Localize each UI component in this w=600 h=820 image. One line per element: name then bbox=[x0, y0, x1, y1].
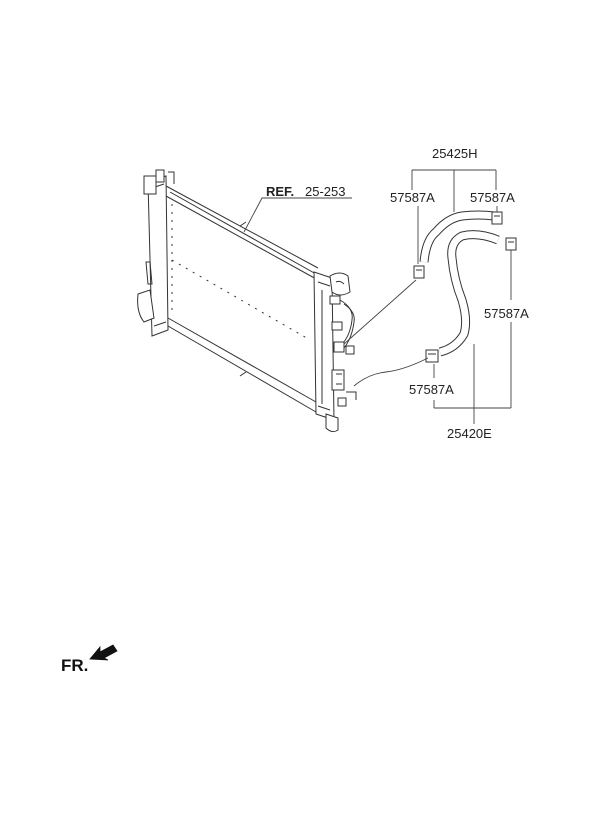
label-hose-lower-assy: 25420E bbox=[447, 426, 492, 441]
radiator-right-tank bbox=[313, 271, 335, 421]
front-arrow-icon bbox=[89, 644, 118, 661]
radiator-core bbox=[165, 185, 319, 413]
hose-clamp-upper-left bbox=[413, 265, 425, 279]
reference-leader bbox=[243, 197, 352, 233]
part-labels: 25425H 57587A 57587A 57587A 57587A 25420… bbox=[390, 146, 529, 441]
reference-prefix: REF. bbox=[266, 184, 294, 199]
radiator-assembly bbox=[137, 169, 357, 433]
hose-clamp-lower bbox=[425, 349, 439, 363]
front-indicator: FR. bbox=[61, 644, 118, 675]
radiator-drain-plug bbox=[325, 413, 339, 433]
reference-callout: REF. 25-253 bbox=[243, 184, 352, 233]
radiator-left-bracket bbox=[137, 289, 155, 323]
leader-lines bbox=[343, 169, 512, 424]
front-indicator-label: FR. bbox=[61, 656, 88, 675]
lower-hose bbox=[425, 230, 517, 363]
hose-clamp-upper-right bbox=[491, 211, 503, 225]
reference-number: 25-253 bbox=[305, 184, 345, 199]
hose-clamp-right-side bbox=[505, 237, 517, 251]
label-clamp-upper-left: 57587A bbox=[390, 190, 435, 205]
label-hose-upper-assy: 25425H bbox=[432, 146, 478, 161]
radiator-upper-outlet bbox=[329, 272, 351, 296]
radiator-filler-neck bbox=[143, 175, 157, 195]
label-clamp-lower: 57587A bbox=[409, 382, 454, 397]
label-clamp-right-side: 57587A bbox=[484, 306, 529, 321]
label-clamp-upper-right: 57587A bbox=[470, 190, 515, 205]
radiator-lower-outlet bbox=[331, 369, 345, 391]
